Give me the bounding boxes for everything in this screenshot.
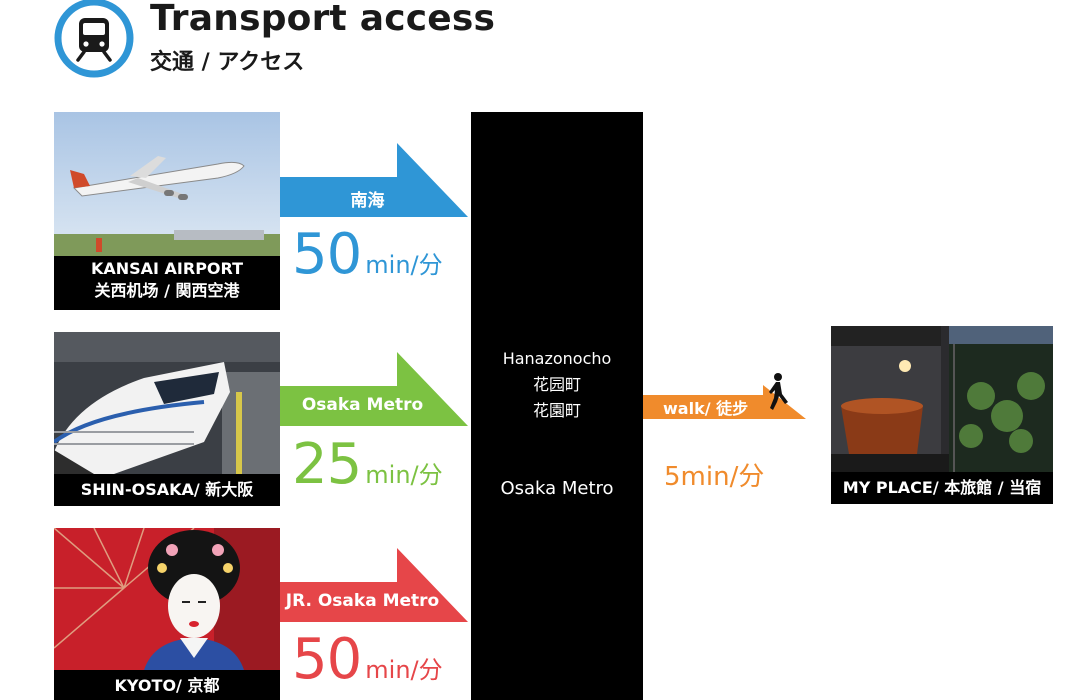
duration-unit: min/分 <box>365 461 443 489</box>
origin-caption-shin-osaka: SHIN-OSAKA/ 新大阪 <box>54 474 280 506</box>
origin-name-local: 关西机场 / 関西空港 <box>94 281 240 300</box>
page-title: Transport access <box>150 0 496 39</box>
nankai-route-arrow <box>280 143 468 217</box>
airplane-photo <box>54 112 280 256</box>
duration-unit: min/分 <box>365 656 443 684</box>
osaka-metro-route-arrow <box>280 352 468 426</box>
origin-caption-kyoto: KYOTO/ 京都 <box>54 670 280 700</box>
page-subtitle: 交通 / アクセス <box>150 50 305 75</box>
duration-value: 25 <box>292 432 362 497</box>
station-name-japanese: 花園町 <box>532 401 581 420</box>
station-line-name: Osaka Metro <box>500 478 614 499</box>
origin-name: KANSAI AIRPORT <box>90 259 244 278</box>
walk-label: walk/ 徒步 <box>663 399 749 418</box>
jr-osaka-metro-route-arrow <box>280 548 468 622</box>
shinkansen-photo <box>54 332 280 474</box>
duration-unit: min/分 <box>365 251 443 279</box>
geisha-photo <box>54 528 280 670</box>
origin-name: SHIN-OSAKA/ 新大阪 <box>80 480 254 499</box>
train-icon <box>54 0 134 78</box>
origin-caption-kansai: KANSAI AIRPORT 关西机场 / 関西空港 <box>54 256 280 310</box>
route-line-label: Osaka Metro <box>301 395 424 415</box>
walking-person-icon <box>769 373 788 410</box>
station-name-romaji: Hanazonocho <box>502 349 612 368</box>
walk-time: 5min/分 <box>664 462 765 492</box>
station-name-simplified: 花园町 <box>532 375 581 394</box>
duration-value: 50 <box>292 222 362 287</box>
duration-value: 50 <box>292 627 362 692</box>
origin-name: KYOTO/ 京都 <box>114 676 220 695</box>
bathroom-photo <box>831 326 1053 472</box>
station-name: Hanazonocho 花园町 花園町 <box>471 346 643 424</box>
walk-arrow <box>643 385 806 419</box>
route-line-label: 南海 <box>350 191 385 211</box>
destination-caption: MY PLACE/ 本旅館 / 当宿 <box>831 472 1053 504</box>
route-line-label: JR. Osaka Metro <box>285 591 440 611</box>
station-column <box>471 112 643 700</box>
